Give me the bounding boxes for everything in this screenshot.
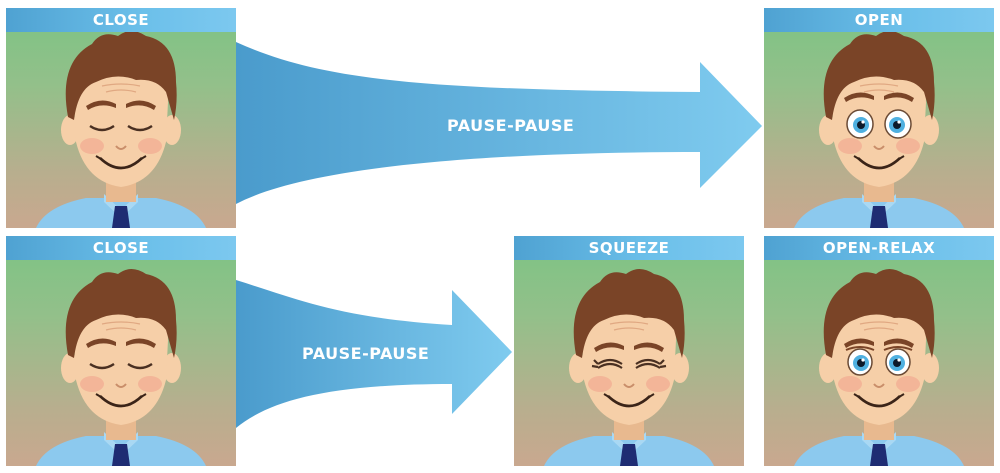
head: [74, 60, 168, 187]
top-arrow: [236, 42, 762, 204]
face-illustration: [36, 32, 206, 228]
eyebrows: [844, 338, 914, 348]
hair: [65, 32, 177, 120]
hair: [823, 32, 935, 120]
hair: [573, 269, 685, 358]
panel-close-top: CLOSE: [6, 8, 236, 228]
left-eye: [847, 348, 873, 376]
cheeks: [80, 376, 162, 392]
face-illustration: [794, 32, 964, 228]
mouth: [853, 155, 905, 170]
mouth: [95, 155, 147, 170]
face-illustration: [544, 269, 714, 466]
forehead-lines: [609, 321, 649, 331]
right-eye: [127, 124, 153, 132]
head: [832, 298, 926, 425]
forehead-lines: [101, 321, 141, 331]
right-eye: [885, 348, 911, 376]
bottom-arrow-label: PAUSE-PAUSE: [302, 344, 430, 363]
face-illustration: [36, 269, 206, 466]
head: [582, 298, 676, 425]
mouth: [603, 393, 655, 408]
hair: [65, 269, 177, 358]
tie: [112, 444, 130, 466]
right-eye: [884, 109, 912, 139]
nose: [623, 383, 635, 388]
panel-squeeze: SQUEEZE: [514, 236, 744, 466]
nose: [115, 383, 127, 388]
tie: [870, 206, 888, 228]
head: [832, 60, 926, 187]
ears: [569, 353, 689, 383]
forehead-lines: [859, 83, 899, 93]
left-eye: [89, 362, 115, 370]
eyebrows: [594, 342, 664, 352]
left-eye: [591, 358, 623, 369]
left-eye: [846, 109, 874, 139]
tie: [112, 206, 130, 228]
eyebrows: [844, 92, 914, 102]
panel-close-bottom: CLOSE: [6, 236, 236, 466]
tie: [620, 444, 638, 466]
right-eye: [127, 362, 153, 370]
nose: [873, 383, 885, 388]
eyebrows: [86, 100, 156, 110]
ears: [819, 115, 939, 145]
ears: [819, 353, 939, 383]
face-illustration: [794, 269, 964, 466]
cheeks: [588, 376, 670, 392]
panel-label: OPEN: [764, 8, 994, 32]
panel-open: OPEN: [764, 8, 994, 228]
ears: [61, 115, 181, 145]
tie: [870, 444, 888, 466]
hair: [823, 269, 935, 358]
head: [74, 298, 168, 425]
forehead-lines: [859, 321, 899, 331]
right-eye: [635, 358, 667, 369]
cheeks: [838, 376, 920, 392]
top-arrow-label: PAUSE-PAUSE: [447, 116, 575, 135]
panel-label: SQUEEZE: [514, 236, 744, 260]
mouth: [853, 393, 905, 408]
eyebrows: [86, 338, 156, 348]
panel-label: CLOSE: [6, 8, 236, 32]
left-eye: [89, 124, 115, 132]
mouth: [95, 393, 147, 408]
panel-open-relax: OPEN-RELAX: [764, 236, 994, 466]
cheeks: [838, 138, 920, 154]
bottom-arrow: [236, 280, 512, 428]
ears: [61, 353, 181, 383]
forehead-lines: [101, 83, 141, 93]
panel-label: CLOSE: [6, 236, 236, 260]
cheeks: [80, 138, 162, 154]
nose: [873, 145, 885, 150]
panel-label: OPEN-RELAX: [764, 236, 994, 260]
nose: [115, 145, 127, 150]
